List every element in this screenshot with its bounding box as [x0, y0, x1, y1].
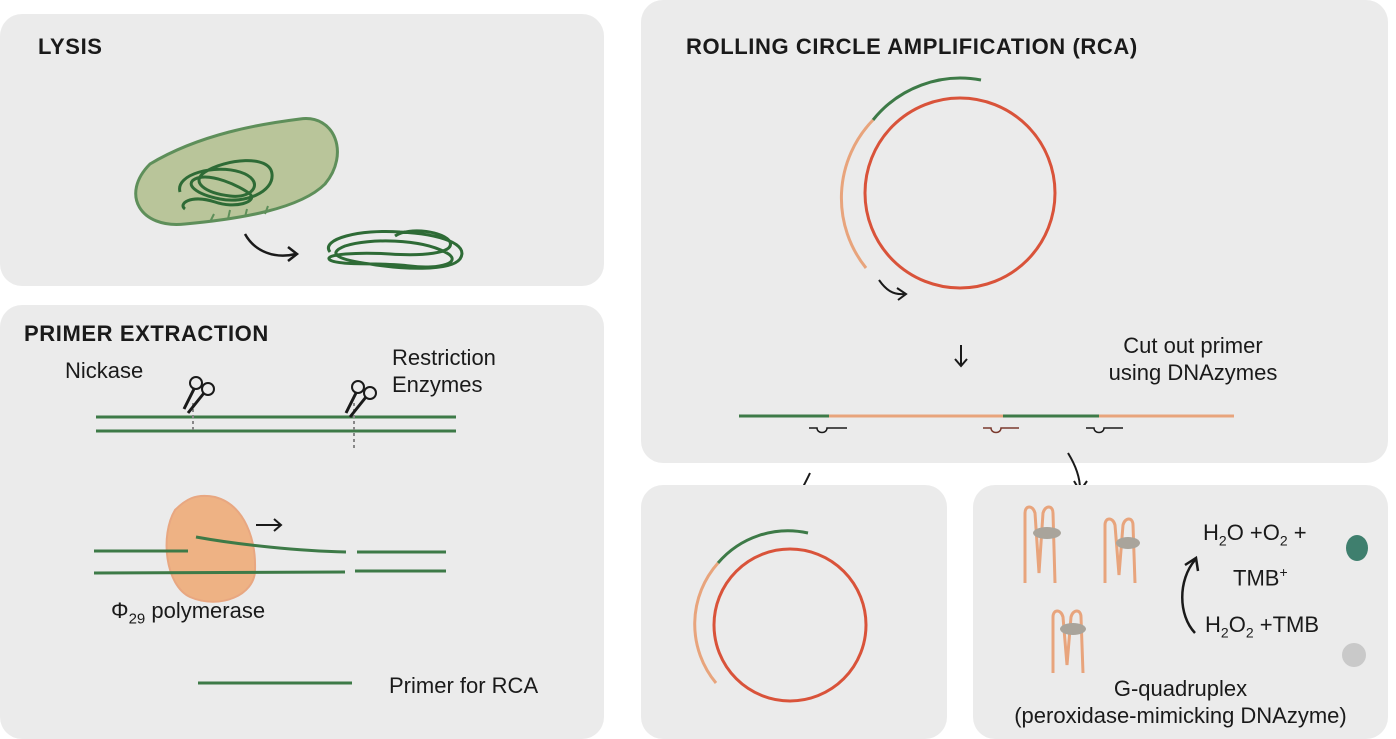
restriction-label: Restriction Enzymes	[392, 345, 496, 397]
tmb-oxidized-label: TMB+	[1233, 564, 1288, 591]
product-dot	[1346, 535, 1368, 561]
arrow-icon	[243, 233, 297, 257]
primer-extraction-title: PRIMER EXTRACTION	[24, 321, 269, 346]
primer-arc	[716, 529, 809, 564]
lysis-panel: LYSIS	[0, 14, 604, 286]
primer-extraction-panel: PRIMER EXTRACTION	[0, 305, 604, 739]
g-quadruplex-caption: G-quadruplex (peroxidase-mimicking DNAzy…	[1014, 676, 1347, 728]
curved-arrow-icon	[1181, 559, 1196, 634]
polymerase-label: Φ29 polymerase	[111, 598, 266, 628]
nickase-label: Nickase	[65, 358, 144, 383]
primer-extraction-illustration	[93, 376, 456, 685]
reaction-products-label: H2O +O2 +	[1203, 520, 1307, 549]
substrate-dot	[1342, 643, 1366, 667]
cut-primer-label: Cut out primer using DNAzymes	[1108, 333, 1278, 385]
curved-arrow-icon	[878, 279, 905, 296]
g-quadruplex-panel: H2O +O2 + TMB+ H2O2 +TMB G-quadruplex (p…	[973, 485, 1388, 739]
dna-tangle-inside	[178, 159, 274, 211]
lysis-illustration	[134, 117, 464, 270]
dnazyme-hook	[1086, 427, 1123, 434]
g-quadruplex-shape	[1023, 505, 1137, 674]
extension-arc	[839, 118, 875, 269]
dnazyme-hook	[809, 427, 847, 434]
g-quadruplex-illustration	[1023, 505, 1368, 674]
dnazyme-hook	[983, 427, 1019, 434]
arrow-icon	[954, 345, 968, 368]
extension-arc	[693, 562, 720, 684]
rca-panel: ROLLING CIRCLE AMPLIFICATION (RCA) Cut o…	[641, 0, 1388, 463]
rca-circle-illustration	[693, 529, 868, 703]
rca-circle-panel	[641, 485, 947, 739]
template-circle	[863, 96, 1057, 290]
scissors-icon	[344, 380, 377, 418]
polymerase-blob	[165, 494, 257, 603]
legend-primer-label: Primer for RCA	[389, 673, 539, 698]
reaction-substrates-label: H2O2 +TMB	[1205, 612, 1320, 641]
template-circle	[712, 547, 868, 703]
arrow-icon	[256, 518, 283, 532]
lysis-title: LYSIS	[38, 34, 103, 59]
dna-tangle-released	[326, 229, 464, 270]
rca-illustration	[739, 76, 1234, 434]
primer-arc	[871, 76, 982, 121]
rca-title: ROLLING CIRCLE AMPLIFICATION (RCA)	[686, 34, 1138, 59]
scissors-icon	[182, 376, 215, 414]
